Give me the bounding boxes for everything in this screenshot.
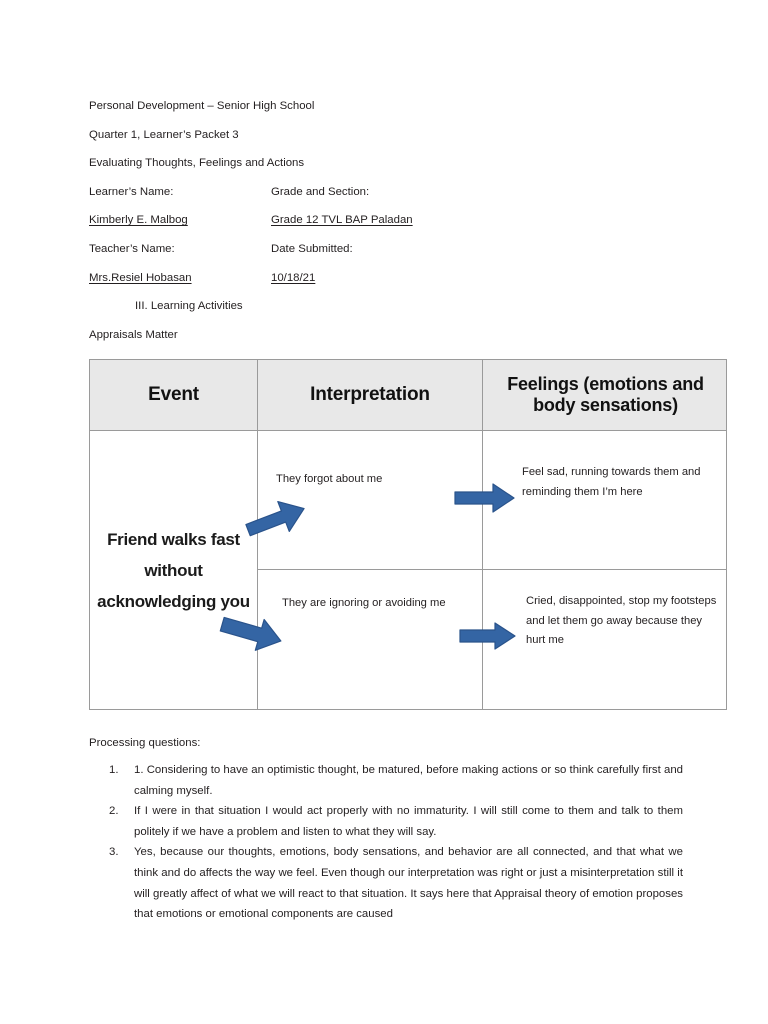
teacher-values-row: Mrs.Resiel Hobasan 10/18/21 (89, 264, 709, 293)
teacher-name-value: Mrs.Resiel Hobasan (89, 271, 192, 284)
list-item-text: Yes, because our thoughts, emotions, bod… (134, 846, 683, 921)
activity-title: Appraisals Matter (89, 328, 178, 341)
document-header: Personal Development – Senior High Schoo… (89, 92, 709, 349)
topic-line: Evaluating Thoughts, Feelings and Action… (89, 157, 305, 170)
column-header-interpretation: Interpretation (257, 360, 482, 430)
grade-section-value: Grade 12 TVL BAP Paladan (271, 214, 413, 227)
table-cell-interpretation-row1: They forgot about me (276, 473, 383, 485)
teacher-labels-row: Teacher’s Name: Date Submitted: (89, 235, 709, 264)
column-divider-1 (257, 431, 258, 709)
table-cell-feelings-row2: Cried, disappointed, stop my footsteps a… (526, 595, 717, 646)
grade-section-label: Grade and Section: (271, 185, 370, 198)
list-item-text: If I were in that situation I would act … (134, 805, 683, 838)
name-values-row: Kimberly E. Malbog Grade 12 TVL BAP Pala… (89, 206, 709, 235)
processing-questions-list: 1. 1. Considering to have an optimistic … (89, 760, 683, 925)
table-cell-interpretation-row2: They are ignoring or avoiding me (282, 597, 446, 609)
list-item-number: 2. (109, 805, 119, 818)
column-header-feelings: Feelings (emotions and body sensations) (482, 360, 728, 430)
list-item-number: 1. (109, 764, 119, 776)
date-submitted-label: Date Submitted: (271, 242, 353, 255)
column-divider-2 (482, 431, 483, 709)
name-labels-row: Learner’s Name: Grade and Section: (89, 178, 709, 207)
table-cell-event: Friend walks fast without acknowledging … (90, 431, 257, 709)
teacher-name-label: Teacher’s Name: (89, 242, 175, 255)
date-submitted-value: 10/18/21 (271, 271, 316, 284)
appraisals-table: Event Interpretation Feelings (emotions … (89, 359, 727, 710)
learner-name-label: Learner’s Name: (89, 185, 174, 198)
course-line: Personal Development – Senior High Schoo… (89, 100, 315, 112)
list-item: 3. Yes, because our thoughts, emotions, … (89, 842, 683, 924)
column-header-event: Event (148, 384, 199, 406)
row-divider (257, 569, 726, 570)
list-item-number: 3. (109, 846, 119, 859)
quarter-line: Quarter 1, Learner’s Packet 3 (89, 128, 239, 141)
list-item-text: 1. Considering to have an optimistic tho… (134, 764, 683, 797)
table-cell-feelings-row1: Feel sad, running towards them and remin… (522, 466, 701, 498)
table-header-row: Event Interpretation Feelings (emotions … (90, 360, 726, 431)
list-item: 1. 1. Considering to have an optimistic … (89, 760, 683, 801)
learner-name-value: Kimberly E. Malbog (89, 214, 188, 227)
section-heading: III. Learning Activities (135, 300, 243, 313)
event-text: Friend walks fast without acknowledging … (97, 529, 250, 611)
arrow-interpretation-to-feelings-row2 (458, 621, 518, 651)
processing-questions-label: Processing questions: (89, 737, 201, 749)
list-item: 2. If I were in that situation I would a… (89, 801, 683, 842)
